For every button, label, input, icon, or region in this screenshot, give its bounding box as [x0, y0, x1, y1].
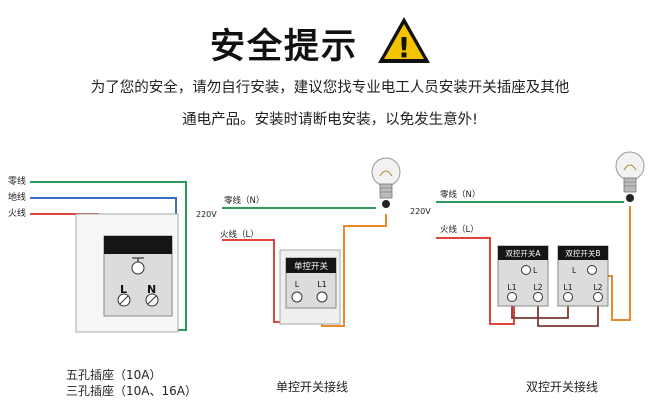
double-link-wire-L2	[537, 296, 599, 327]
single-switch-title: 单控开关	[294, 261, 329, 272]
switch-a-L1-terminal	[507, 292, 517, 302]
socket-term-N-label: N	[147, 283, 156, 296]
single-lamp-icon	[371, 157, 401, 208]
switch-b-term-L-label: L	[572, 266, 577, 275]
socket-wire-live-label: 火线	[8, 207, 26, 219]
safety-notice-line-2: 通电产品。安装时请断电安装，以免发生意外!	[182, 112, 478, 128]
socket-diagram: 零线 地线 火线 L N	[8, 175, 187, 333]
single-term-L1-label: L1	[317, 280, 327, 289]
socket-N-terminal-slot	[147, 295, 157, 305]
page-title: 安全提示	[210, 27, 359, 67]
single-neutral-label: 零线（N）	[224, 195, 264, 206]
single-live-label: 火线（L）	[220, 229, 259, 240]
double-link-wire-L1	[511, 296, 569, 319]
socket-ground-terminal	[131, 261, 145, 275]
double-switch-diagram: 零线（N） 220V 火线（L） 双控开关A L L1	[410, 151, 645, 327]
socket-caption-five-hole: 五孔插座（10A）	[66, 368, 162, 382]
double-lamp-icon	[615, 151, 645, 202]
switch-a-L-terminal	[521, 265, 531, 275]
switch-b-L-terminal	[587, 265, 597, 275]
switch-b-term-L2-label: L2	[594, 283, 603, 292]
socket-term-L-label: L	[120, 283, 127, 296]
double-switch-caption: 双控开关接线	[526, 380, 599, 394]
switch-a-term-L1-label: L1	[508, 283, 517, 292]
socket-L-terminal-slot	[119, 295, 129, 305]
double-neutral-label: 零线（N）	[440, 189, 480, 200]
single-L-terminal	[291, 291, 303, 303]
double-voltage-label: 220V	[410, 207, 431, 216]
socket-top-bar	[104, 236, 172, 254]
single-L1-terminal	[316, 291, 328, 303]
switch-b-title: 双控开关B	[565, 248, 600, 258]
switch-a-L2-terminal	[533, 292, 543, 302]
switch-a-title-bar	[498, 246, 548, 260]
single-switch-caption: 单控开关接线	[276, 380, 349, 394]
single-voltage-label: 220V	[196, 210, 217, 219]
single-switch-diagram: 零线（N） 220V 火线（L） 单控开关 L	[196, 157, 401, 327]
switch-a-term-L2-label: L2	[534, 283, 543, 292]
single-switch-title-bar	[286, 258, 336, 273]
double-live-label: 火线（L）	[440, 224, 479, 235]
socket-wire-neutral-label: 零线	[8, 175, 26, 187]
socket-caption-three-hole: 三孔插座（10A、16A）	[66, 384, 197, 398]
switch-b-term-L1-label: L1	[564, 283, 573, 292]
switch-b-title-bar	[558, 246, 608, 260]
socket-wire-ground-label: 地线	[8, 191, 26, 203]
warning-glyph: !	[398, 31, 411, 64]
switch-b-L1-terminal	[563, 292, 573, 302]
switch-b-L2-terminal	[593, 292, 603, 302]
warning-icon: !	[378, 17, 430, 64]
single-term-L-label: L	[295, 280, 300, 289]
safety-notice-line-1: 为了您的安全，请勿自行安装，建议您找专业电工人员安装开关插座及其他	[90, 80, 570, 96]
switch-a-title: 双控开关A	[505, 248, 541, 258]
switch-a-term-L-label: L	[533, 266, 538, 275]
